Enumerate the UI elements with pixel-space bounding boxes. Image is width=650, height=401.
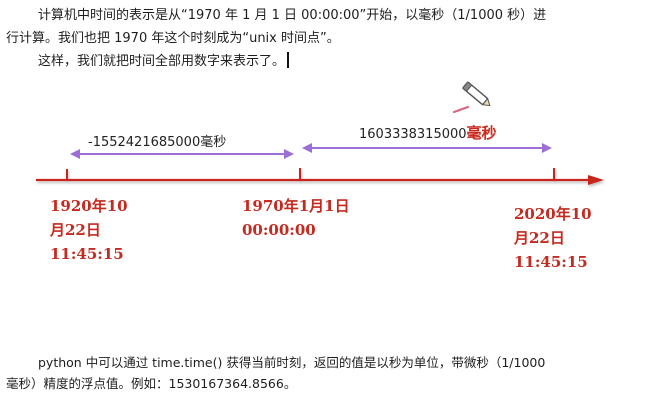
- span-label-negative: -1552421685000毫秒: [88, 131, 226, 150]
- date-label-1920: 1920年10 月22日 11:45:15: [50, 194, 128, 266]
- footer-line-1: python 中可以通过 time.time() 获得当前时刻，返回的值是以秒为…: [38, 355, 546, 370]
- span-arrow-1920-1970: [70, 149, 294, 159]
- time-axis: [36, 168, 604, 185]
- span-unit: 毫秒: [200, 135, 227, 150]
- intro-line-2: 行计算。我们也把 1970 年这个时刻成为“unix 时间点”。: [6, 31, 340, 46]
- date-line: 11:45:15: [514, 253, 588, 271]
- date-line: 11:45:15: [50, 245, 124, 263]
- date-line: 1970年1月1日: [242, 197, 350, 215]
- date-line: 月22日: [514, 229, 565, 247]
- date-line: 1920年10: [50, 197, 128, 215]
- span-value: 1603338315000: [359, 127, 467, 142]
- span-arrow-1970-2020: [302, 143, 552, 153]
- date-label-2020: 2020年10 月22日 11:45:15: [514, 202, 592, 274]
- intro-line-1: 计算机中时间的表示是从“1970 年 1 月 1 日 00:00:00”开始，以…: [38, 8, 547, 23]
- footer-paragraph: python 中可以通过 time.time() 获得当前时刻，返回的值是以秒为…: [6, 352, 646, 394]
- footer-line-2: 毫秒）精度的浮点值。例如：1530167364.8566。: [6, 376, 297, 391]
- date-line: 月22日: [50, 221, 101, 239]
- intro-line-3-text: 这样，我们就把时间全部用数字来表示了。: [38, 54, 286, 69]
- span-unit: 毫秒: [466, 124, 497, 142]
- intro-line-3: 这样，我们就把时间全部用数字来表示了。: [6, 52, 650, 72]
- span-label-positive: 1603338315000毫秒: [359, 122, 497, 143]
- span-value: -1552421685000: [88, 135, 201, 150]
- text-cursor: [287, 52, 290, 68]
- date-label-1970: 1970年1月1日 00:00:00: [242, 194, 350, 242]
- date-line: 00:00:00: [242, 221, 316, 239]
- date-line: 2020年10: [514, 205, 592, 223]
- pencil-icon[interactable]: [448, 76, 508, 116]
